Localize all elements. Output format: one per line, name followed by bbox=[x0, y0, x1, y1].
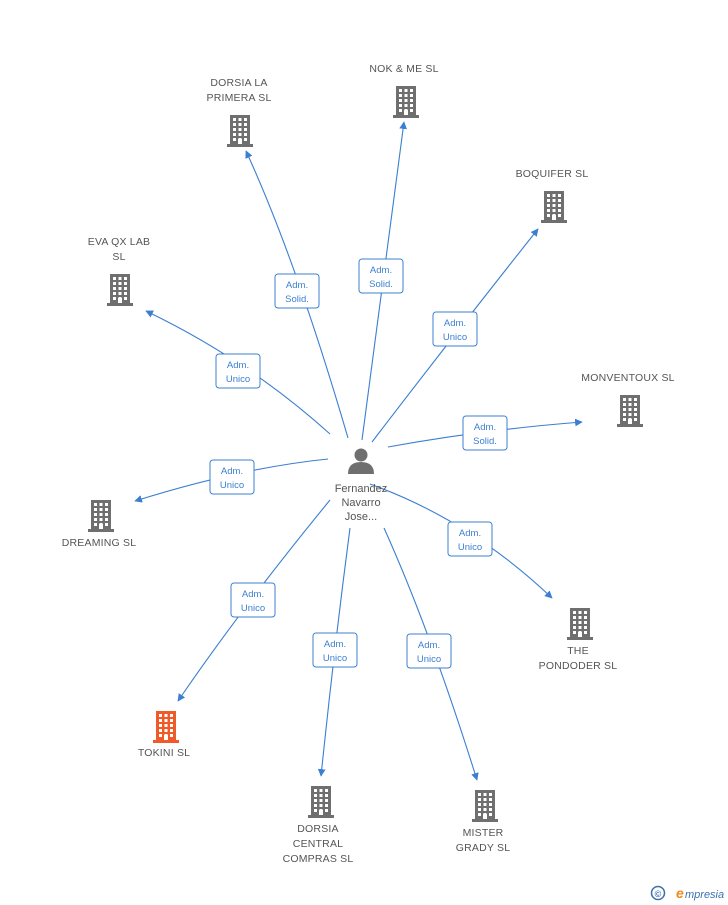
company-label-line: CENTRAL bbox=[293, 838, 343, 850]
edge-label-line: Unico bbox=[241, 603, 265, 614]
company-node-boquifer[interactable]: BOQUIFER SL bbox=[516, 168, 589, 223]
edge-label-dorsia-la-primera[interactable]: Adm. Solid. bbox=[274, 273, 320, 309]
building-icon bbox=[88, 500, 114, 532]
edge-label-line: Adm. bbox=[227, 360, 249, 371]
company-label-line: MONVENTOUX SL bbox=[581, 372, 674, 384]
center-node[interactable]: FernandezNavarroJose... bbox=[335, 448, 388, 524]
brand-name: mpresia bbox=[685, 889, 724, 901]
edge-labels-layer: Adm.Solid.Adm.Solid.Adm.UnicoAdm.UnicoAd… bbox=[209, 258, 508, 669]
building-icon bbox=[472, 790, 498, 822]
edge-label-line: Adm. bbox=[459, 528, 481, 539]
edge-label-line: Unico bbox=[226, 374, 250, 385]
center-label-line: Fernandez bbox=[335, 483, 388, 495]
edge-label-tokini[interactable]: Adm. Unico bbox=[230, 582, 276, 618]
edge-label-line: Solid. bbox=[473, 436, 497, 447]
edge-label-boquifer[interactable]: Adm. Unico bbox=[432, 311, 478, 347]
edge-label-line: Unico bbox=[417, 654, 441, 665]
company-label-line: EVA QX LAB bbox=[88, 236, 151, 248]
edge-label-nok-me[interactable]: Adm. Solid. bbox=[358, 258, 404, 294]
company-node-dreaming[interactable]: DREAMING SL bbox=[62, 500, 137, 549]
building-icon bbox=[541, 191, 567, 223]
edge-label-line: Solid. bbox=[285, 294, 309, 305]
edge-label-line: Unico bbox=[323, 653, 347, 664]
edge-label-line: Solid. bbox=[369, 279, 393, 290]
building-icon bbox=[227, 115, 253, 147]
company-node-tokini[interactable]: TOKINI SL bbox=[138, 711, 190, 759]
building-icon bbox=[308, 786, 334, 818]
nodes-layer: NOK & ME SL DORSIA LA PRIMERA SL BOQUIFER S… bbox=[62, 63, 675, 865]
company-label-line: SL bbox=[112, 251, 125, 263]
edge-label-line: Adm. bbox=[242, 589, 264, 600]
edge-label-line: Adm. bbox=[418, 640, 440, 651]
company-node-dorsia-central-compras[interactable]: DORSIA CENTRAL COMPRAS SL bbox=[283, 786, 354, 865]
company-node-nok-me[interactable]: NOK & ME SL bbox=[369, 63, 438, 118]
center-label-line: Jose... bbox=[345, 511, 377, 523]
edge-label-monventoux[interactable]: Adm. Solid. bbox=[462, 415, 508, 451]
company-label-line: GRADY SL bbox=[456, 842, 511, 854]
company-label-line: BOQUIFER SL bbox=[516, 168, 589, 180]
copyright-symbol: © bbox=[655, 889, 662, 899]
edge-label-line: Unico bbox=[443, 332, 467, 343]
edge-label-line: Unico bbox=[220, 480, 244, 491]
company-label-line: NOK & ME SL bbox=[369, 63, 438, 75]
building-icon bbox=[567, 608, 593, 640]
company-label-line: DORSIA bbox=[297, 823, 338, 835]
brand-initial: e bbox=[676, 885, 684, 901]
company-node-dorsia-la-primera[interactable]: DORSIA LA PRIMERA SL bbox=[206, 77, 271, 147]
company-label-line: MISTER bbox=[463, 827, 504, 839]
company-node-eva-qx-lab[interactable]: EVA QX LAB SL bbox=[88, 236, 151, 306]
edge-label-dorsia-central-compras[interactable]: Adm. Unico bbox=[312, 632, 358, 668]
edge-label-line: Adm. bbox=[286, 280, 308, 291]
company-node-the-pondoder[interactable]: THE PONDODER SL bbox=[539, 608, 618, 672]
building-icon bbox=[393, 86, 419, 118]
edge-label-line: Adm. bbox=[324, 639, 346, 650]
company-label-line: TOKINI SL bbox=[138, 747, 190, 759]
edge-label-dreaming[interactable]: Adm. Unico bbox=[209, 459, 255, 495]
company-label-line: COMPRAS SL bbox=[283, 853, 354, 865]
edge-label-mister-grady[interactable]: Adm. Unico bbox=[406, 633, 452, 669]
building-icon bbox=[153, 711, 179, 743]
building-icon bbox=[107, 274, 133, 306]
company-label-line: THE bbox=[567, 645, 589, 657]
company-label-line: DREAMING SL bbox=[62, 537, 137, 549]
person-icon bbox=[348, 448, 374, 474]
company-node-mister-grady[interactable]: MISTER GRADY SL bbox=[456, 790, 511, 854]
edge-label-line: Adm. bbox=[444, 318, 466, 329]
company-label-line: DORSIA LA bbox=[210, 77, 267, 89]
edge-label-eva-qx-lab[interactable]: Adm. Unico bbox=[215, 353, 261, 389]
edge-label-line: Adm. bbox=[370, 265, 392, 276]
edge-label-the-pondoder[interactable]: Adm. Unico bbox=[447, 521, 493, 557]
center-label-line: Navarro bbox=[341, 497, 380, 509]
company-label-line: PRIMERA SL bbox=[206, 92, 271, 104]
edge-label-line: Adm. bbox=[221, 466, 243, 477]
company-label-line: PONDODER SL bbox=[539, 660, 618, 672]
edge-label-line: Unico bbox=[458, 542, 482, 553]
company-node-monventoux[interactable]: MONVENTOUX SL bbox=[581, 372, 675, 427]
copyright-icon bbox=[650, 885, 666, 901]
edge-label-line: Adm. bbox=[474, 422, 496, 433]
building-icon bbox=[617, 395, 643, 427]
